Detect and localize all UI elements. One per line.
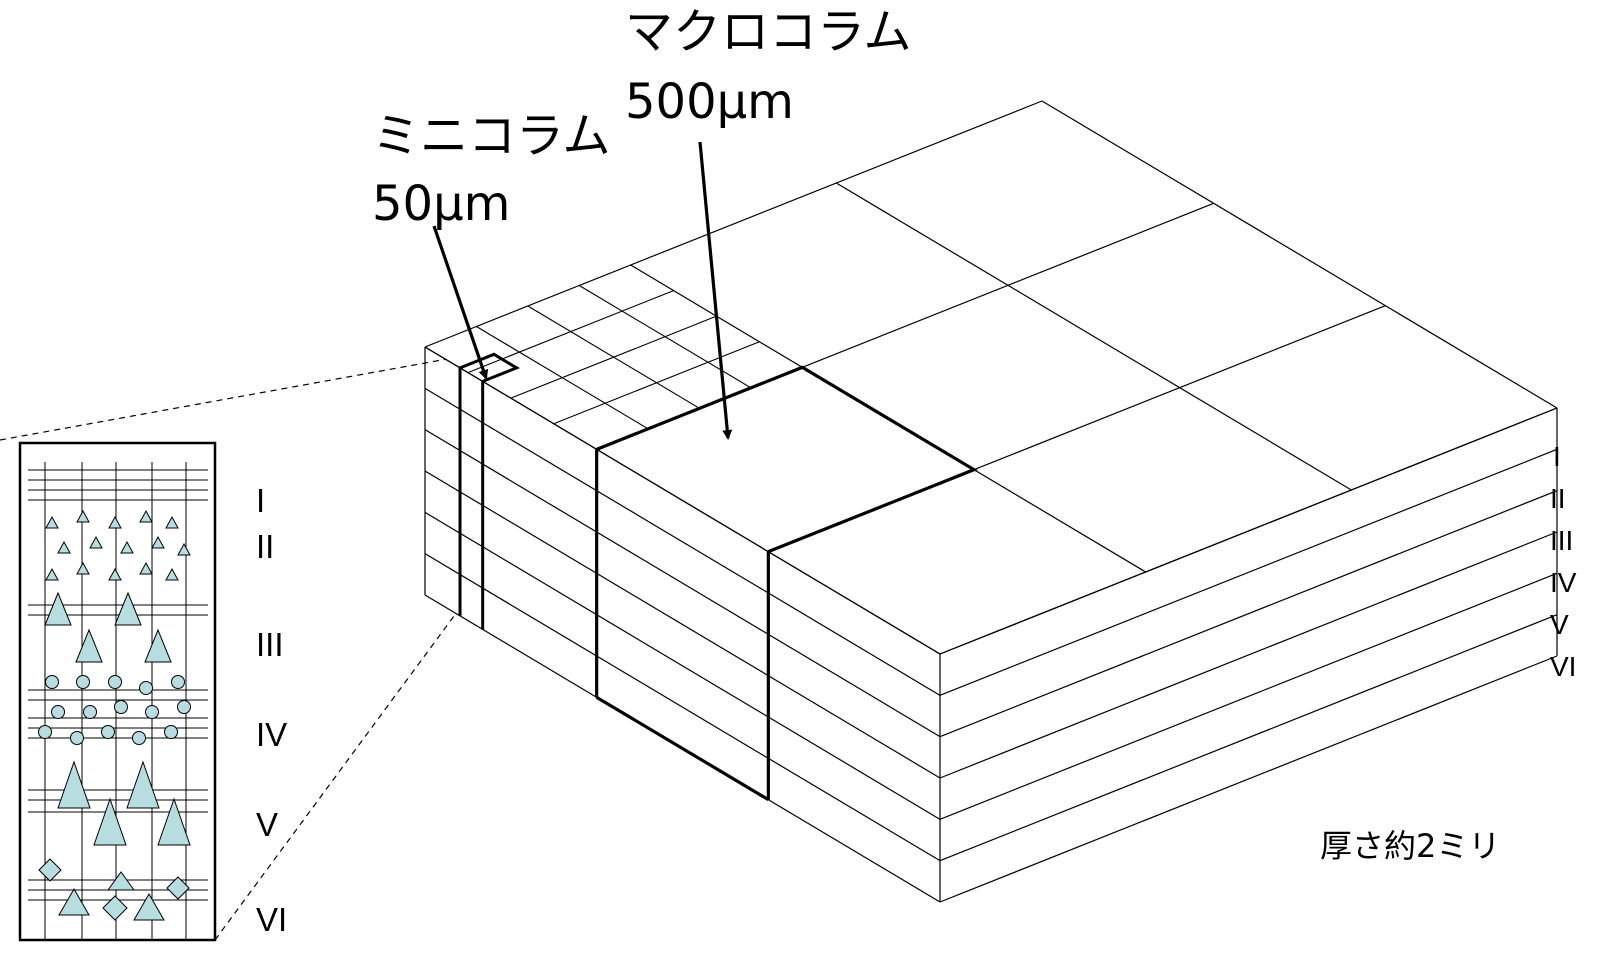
- stellate-cell-icon: [171, 675, 185, 689]
- inset-layer-label: V: [256, 806, 279, 843]
- pyramidal-cell-icon: [75, 628, 103, 663]
- block-layer-label: V: [1550, 609, 1569, 640]
- pyramidal-cell-icon: [144, 628, 172, 663]
- small-pyramidal-cell-icon: [139, 561, 153, 575]
- stellate-cell-icon: [108, 675, 122, 689]
- stellate-cell-icon: [70, 731, 84, 745]
- layer-line: [939, 490, 1558, 738]
- small-pyramidal-cell-icon: [76, 561, 90, 575]
- large-pyramidal-cell-icon: [93, 797, 127, 846]
- fusiform-cell-icon: [102, 895, 128, 921]
- stellate-cell-icon: [51, 705, 65, 719]
- pyramidal-cell-icon: [133, 892, 165, 921]
- layer-line: [424, 470, 941, 779]
- large-pyramidal-cell-icon: [126, 760, 160, 809]
- small-pyramidal-cell-icon: [165, 515, 179, 529]
- layer-line: [424, 429, 941, 738]
- layer-line: [939, 655, 1558, 903]
- small-pyramidal-cell-icon: [76, 509, 90, 523]
- inset-layer-label: II: [256, 528, 275, 565]
- inset-layer-label: I: [256, 482, 266, 519]
- thickness-label: 厚さ約2ミリ: [1320, 827, 1501, 865]
- macro-grid-line: [1041, 100, 1558, 409]
- small-pyramidal-cell-icon: [45, 515, 59, 529]
- small-pyramidal-cell-icon: [151, 535, 165, 549]
- inset-connector: [214, 613, 457, 941]
- fusiform-cell-icon: [38, 858, 62, 882]
- pyramidal-cell-icon: [44, 591, 72, 626]
- stellate-cell-icon: [139, 681, 153, 695]
- layer-line: [939, 531, 1558, 779]
- block-layer-label: IV: [1550, 567, 1577, 598]
- mini-grid-line: [578, 285, 752, 389]
- large-pyramidal-cell-icon: [57, 760, 91, 809]
- inset-layer-label: IV: [256, 716, 288, 753]
- small-pyramidal-cell-icon: [57, 540, 71, 554]
- minicolumn-size: 50μm: [372, 176, 511, 232]
- pyramidal-cell-icon: [58, 887, 90, 916]
- layer-line: [939, 614, 1558, 862]
- stellate-cell-icon: [145, 705, 159, 719]
- inset-connector: [0, 358, 446, 441]
- stellate-cell-icon: [101, 725, 115, 739]
- small-pyramidal-cell-icon: [45, 567, 59, 581]
- stellate-cell-icon: [164, 725, 178, 739]
- stellate-cell-icon: [132, 731, 146, 745]
- minicolumn-arrow: [432, 225, 489, 380]
- stellate-cell-icon: [83, 705, 97, 719]
- small-pyramidal-cell-icon: [108, 515, 122, 529]
- mini-grid-line: [510, 315, 717, 399]
- small-pyramidal-cell-icon: [108, 567, 122, 581]
- layer-line: [939, 407, 1558, 655]
- pyramidal-cell-icon: [107, 871, 135, 891]
- minicolumn-label: ミニコラム: [372, 108, 611, 164]
- small-pyramidal-cell-icon: [139, 509, 153, 523]
- macro-grid-line: [836, 182, 1352, 491]
- stellate-cell-icon: [114, 700, 128, 714]
- layer-line: [424, 346, 941, 655]
- stellate-cell-icon: [45, 675, 59, 689]
- macrocolumn-size: 500μm: [625, 74, 794, 130]
- block-layer-label: III: [1550, 525, 1574, 556]
- block-layer-label: I: [1553, 441, 1561, 472]
- block-layer-label: II: [1550, 483, 1566, 514]
- inset-layer-label: VI: [256, 901, 288, 938]
- cortex-block: [424, 100, 1558, 903]
- layer-line: [424, 387, 941, 696]
- small-pyramidal-cell-icon: [165, 567, 179, 581]
- stellate-cell-icon: [177, 700, 191, 714]
- layer-line: [939, 448, 1558, 696]
- fusiform-cell-icon: [166, 876, 190, 900]
- macrocolumn-outline: [596, 365, 978, 554]
- minicolumn-outline: [459, 352, 520, 383]
- stellate-cell-icon: [76, 675, 90, 689]
- layer-inset: [0, 358, 457, 942]
- small-pyramidal-cell-icon: [120, 540, 134, 554]
- stellate-cell-icon: [38, 725, 52, 739]
- macrocolumn-edge: [595, 695, 770, 802]
- inset-layer-label: III: [256, 626, 284, 663]
- layer-line: [424, 511, 941, 820]
- small-pyramidal-cell-icon: [89, 535, 103, 549]
- block-layer-label: VI: [1550, 651, 1577, 682]
- layer-line: [424, 553, 941, 862]
- small-pyramidal-cell-icon: [177, 542, 191, 556]
- pyramidal-cell-icon: [114, 591, 142, 626]
- large-pyramidal-cell-icon: [157, 797, 191, 846]
- layer-line: [939, 572, 1558, 820]
- macrocolumn-arrow: [698, 141, 733, 440]
- mini-grid-line: [553, 341, 760, 425]
- macrocolumn-label: マクロコラム: [625, 4, 912, 60]
